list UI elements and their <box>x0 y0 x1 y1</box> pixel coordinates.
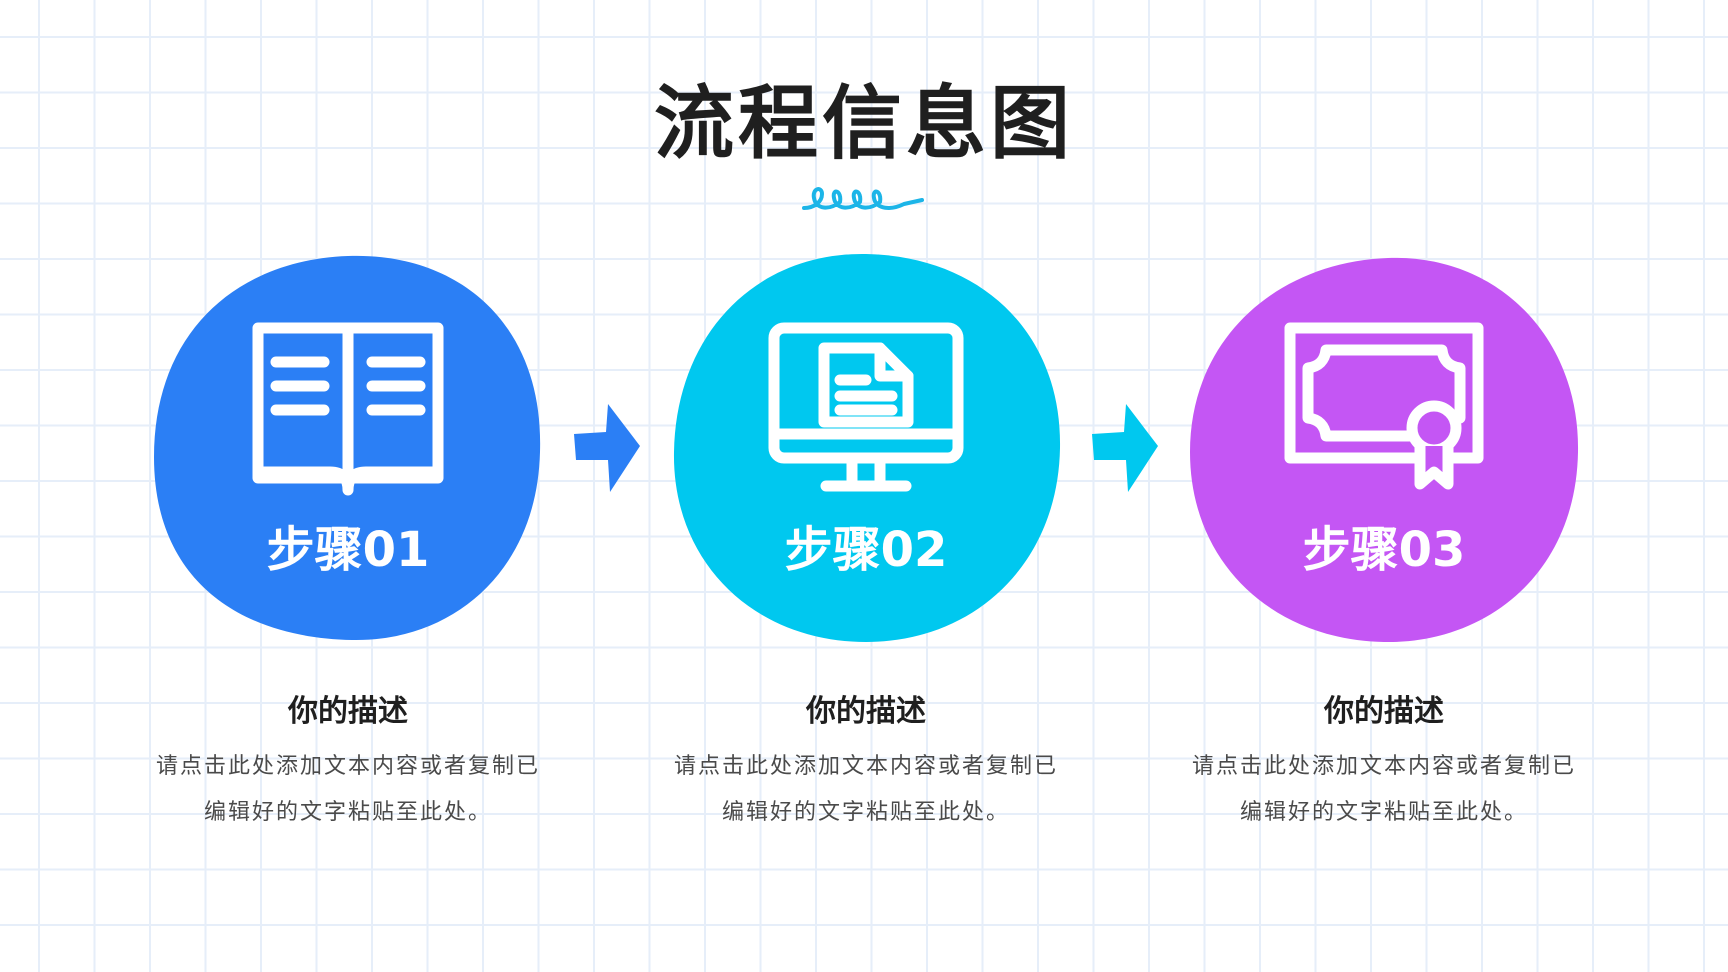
step-3-node: 步骤03 <box>1188 252 1580 644</box>
certificate-icon <box>1284 322 1484 490</box>
step-3-desc-line-1: 请点击此处添加文本内容或者复制已 <box>1191 754 1576 779</box>
arrow-right-icon <box>574 404 640 492</box>
step-1-label: 步骤01 <box>266 522 430 578</box>
step-2-desc-line-2: 编辑好的文字粘贴至此处。 <box>721 800 1010 825</box>
step-1-desc-title: 你的描述 <box>288 694 408 729</box>
arrow-right-icon <box>1092 404 1158 492</box>
step-1-desc-line-2: 编辑好的文字粘贴至此处。 <box>203 800 492 825</box>
step-1-desc-body: 请点击此处添加文本内容或者复制已 编辑好的文字粘贴至此处。 <box>133 744 563 836</box>
step-2-desc-body: 请点击此处添加文本内容或者复制已 编辑好的文字粘贴至此处。 <box>651 744 1081 836</box>
computer-monitor-document-icon <box>768 322 964 492</box>
step-1-desc-line-1: 请点击此处添加文本内容或者复制已 <box>155 754 540 779</box>
step-2-desc-title: 你的描述 <box>806 694 926 729</box>
open-book-icon <box>252 322 444 496</box>
step-3-label: 步骤03 <box>1302 522 1466 578</box>
page-title: 流程信息图 <box>654 77 1074 170</box>
step-2-label: 步骤02 <box>784 522 948 578</box>
step-3-desc-body: 请点击此处添加文本内容或者复制已 编辑好的文字粘贴至此处。 <box>1169 744 1599 836</box>
step-1-node: 步骤01 <box>152 252 544 644</box>
step-1-description: 你的描述 请点击此处添加文本内容或者复制已 编辑好的文字粘贴至此处。 <box>133 694 563 836</box>
step-2-node: 步骤02 <box>670 252 1062 644</box>
step-2-description: 你的描述 请点击此处添加文本内容或者复制已 编辑好的文字粘贴至此处。 <box>651 694 1081 836</box>
step-2-desc-line-1: 请点击此处添加文本内容或者复制已 <box>673 754 1058 779</box>
step-3-description: 你的描述 请点击此处添加文本内容或者复制已 编辑好的文字粘贴至此处。 <box>1169 694 1599 836</box>
squiggle-decoration <box>802 187 924 210</box>
step-3-desc-line-2: 编辑好的文字粘贴至此处。 <box>1239 800 1528 825</box>
step-3-desc-title: 你的描述 <box>1324 694 1444 729</box>
